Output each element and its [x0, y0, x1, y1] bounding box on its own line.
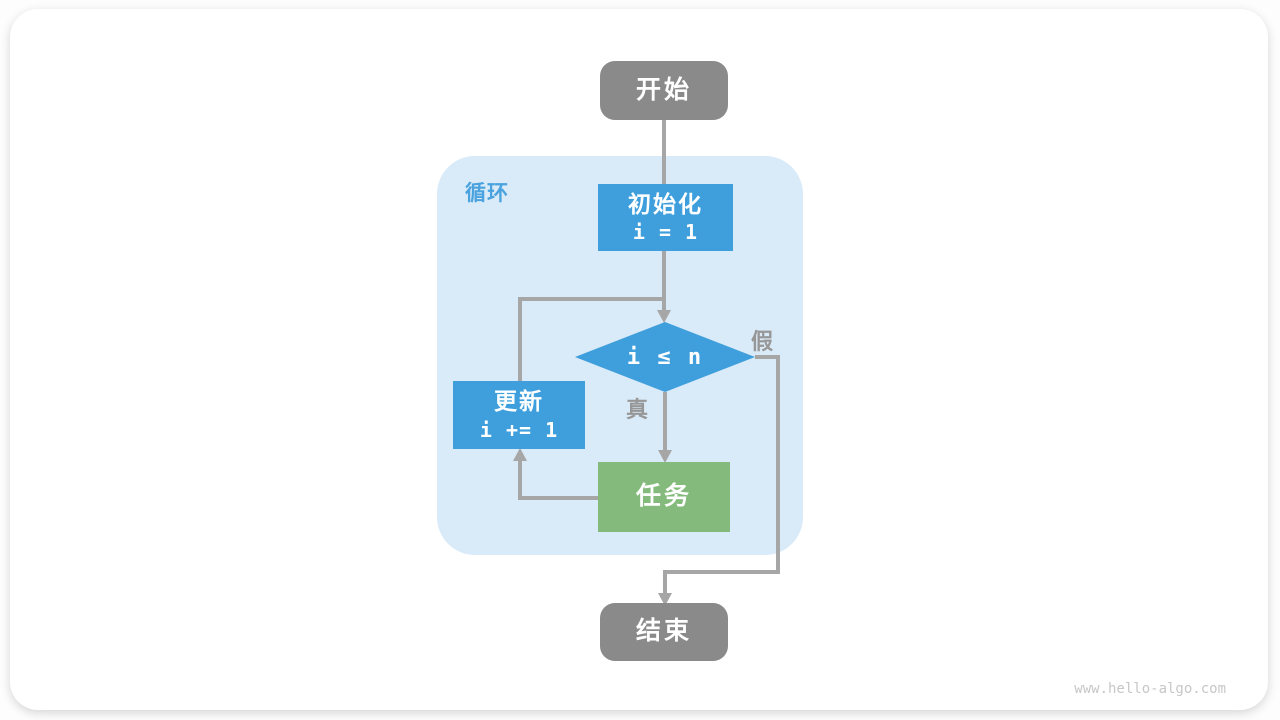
node-update: 更新 i += 1 [453, 381, 585, 449]
node-end-label: 结束 [635, 617, 692, 646]
node-start: 开始 [600, 61, 728, 120]
loop-region-label: 循环 [465, 182, 509, 205]
node-update-code: i += 1 [479, 417, 559, 442]
node-task-label: 任务 [635, 482, 692, 511]
node-end: 结束 [600, 603, 728, 661]
node-condition: i ≤ n [575, 322, 755, 392]
node-init-code: i = 1 [632, 220, 699, 245]
node-update-title: 更新 [494, 388, 544, 415]
node-start-label: 开始 [635, 75, 692, 104]
node-task: 任务 [598, 462, 730, 532]
edge-label-false: 假 [751, 329, 774, 354]
node-init: 初始化 i = 1 [598, 184, 733, 251]
edge-label-true: 真 [626, 397, 649, 422]
node-init-title: 初始化 [628, 190, 703, 217]
diagram-card: 循环 [10, 9, 1268, 710]
node-condition-code: i ≤ n [626, 344, 704, 370]
site-watermark: www.hello-algo.com [1074, 681, 1226, 697]
